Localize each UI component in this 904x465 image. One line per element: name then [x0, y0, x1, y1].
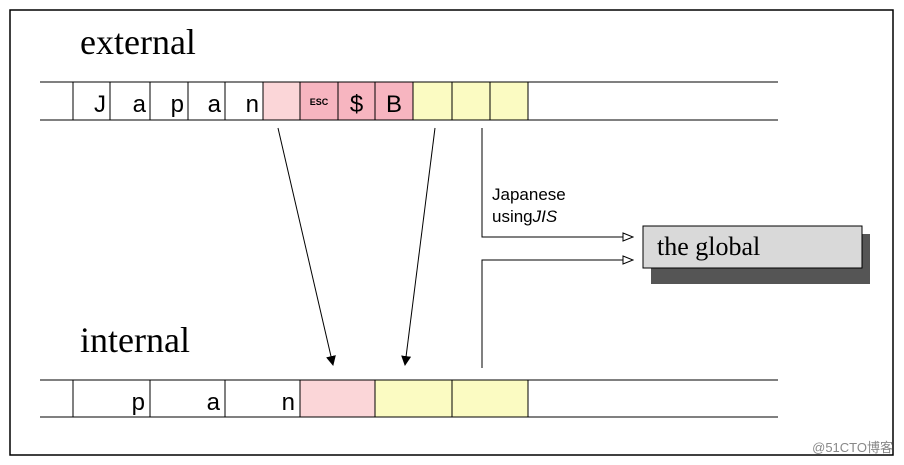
external-cell [224, 81, 264, 121]
external-cell [72, 81, 111, 121]
external-cell-text: B [386, 91, 402, 118]
external-cell [489, 81, 529, 121]
external-cell-text: ESC [310, 97, 329, 107]
external-cell [299, 81, 339, 121]
external-cell [412, 81, 453, 121]
external-cell-text: p [171, 91, 184, 118]
external-cell [149, 81, 189, 121]
external-cell-text: $ [350, 91, 363, 118]
external-cell [262, 81, 301, 121]
internal-cell-text: p [132, 389, 145, 416]
internal-cell [72, 379, 151, 418]
arrow-internal-to-global [481, 260, 633, 368]
internal-label: internal [80, 320, 190, 360]
external-cell-text: a [208, 91, 222, 118]
global-box-label: the global [657, 232, 760, 261]
external-cell [374, 81, 414, 121]
note-line1: Japanese [492, 185, 566, 204]
arrow-jis-to-internal [401, 127, 436, 366]
arrow-external-to-global [481, 128, 633, 237]
note-line2: usingJIS [492, 207, 558, 226]
internal-cell-text: a [207, 389, 221, 416]
watermark: @51CTO博客 [812, 440, 893, 455]
global-box [642, 225, 863, 269]
external-cell-text: n [246, 91, 259, 118]
external-cell-text: a [133, 91, 147, 118]
external-label: external [80, 22, 196, 62]
external-cell [337, 81, 376, 121]
internal-cell-text: n [282, 389, 295, 416]
internal-cell [299, 379, 376, 418]
external-cell [451, 81, 491, 121]
arrow-esc-to-internal [277, 127, 336, 366]
frame [9, 9, 894, 456]
internal-cell [374, 379, 453, 418]
internal-cell [149, 379, 226, 418]
internal-cell [451, 379, 529, 418]
external-cell-text: J [94, 91, 106, 118]
external-cell [187, 81, 226, 121]
